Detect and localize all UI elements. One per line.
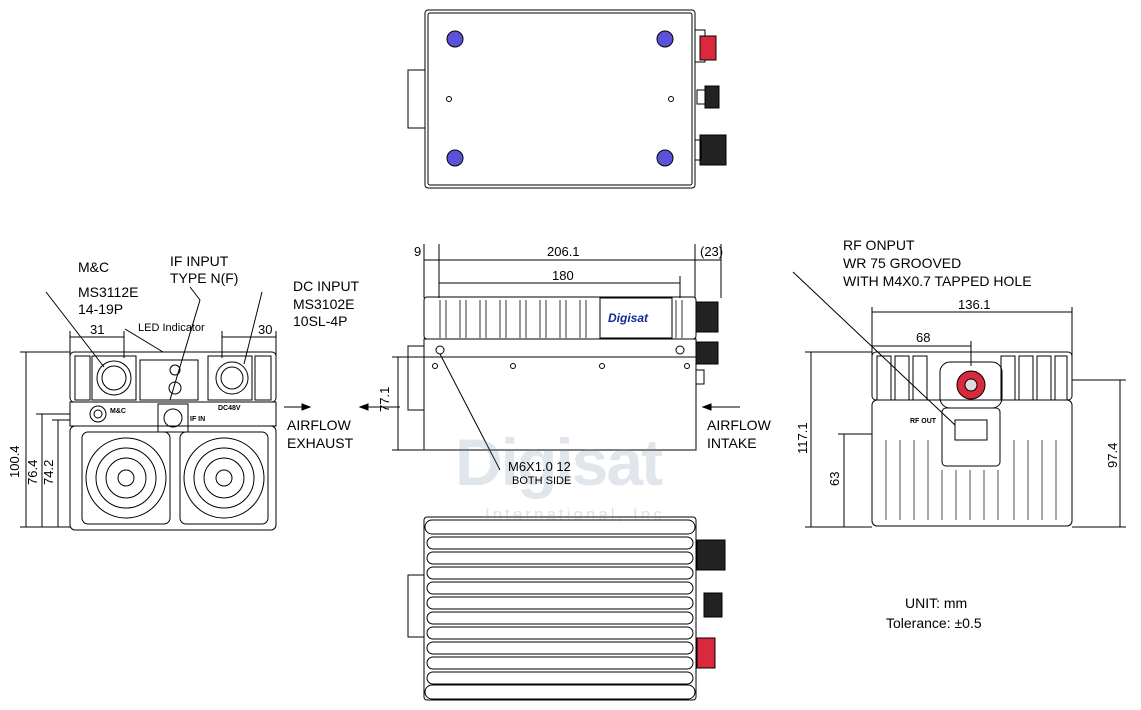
if-connector-icon bbox=[695, 341, 719, 365]
fan-icon bbox=[85, 437, 167, 519]
mc-connector-icon bbox=[695, 301, 719, 333]
dim-31: 31 bbox=[90, 322, 105, 337]
bottom-view bbox=[407, 516, 726, 701]
watermark-logo: Digisat bbox=[455, 425, 663, 499]
tolerance-label: Tolerance: ±0.5 bbox=[886, 615, 982, 631]
dim-117-1: 117.1 bbox=[795, 422, 810, 454]
dim-63: 63 bbox=[827, 471, 842, 486]
pin19-label: 14-19P bbox=[78, 301, 124, 317]
dc-connector-icon bbox=[696, 637, 716, 669]
brand-label: Digisat bbox=[608, 311, 649, 325]
rf-output-label-3: WITH M4X0.7 TAPPED HOLE bbox=[843, 273, 1032, 289]
panel-dc-label: DC48V bbox=[218, 405, 241, 412]
if-connector-icon bbox=[157, 403, 189, 433]
dim-9: 9 bbox=[414, 244, 422, 259]
airflow-intake-label-2: INTAKE bbox=[707, 435, 757, 451]
rf-output-label-2: WR 75 GROOVED bbox=[843, 255, 962, 271]
dc-input-label: DC INPUT bbox=[293, 278, 360, 294]
dim-74-2: 74.2 bbox=[41, 459, 56, 485]
if-input-label: IF INPUT bbox=[170, 253, 229, 269]
airflow-intake-label: AIRFLOW bbox=[707, 417, 771, 433]
side-view bbox=[358, 244, 740, 471]
unit-label: UNIT: mm bbox=[905, 595, 968, 611]
dim-68: 68 bbox=[916, 330, 931, 345]
dc-connector-icon bbox=[215, 361, 249, 395]
dim-77-1: 77.1 bbox=[377, 386, 392, 412]
panel-mc-label: M&C bbox=[110, 408, 126, 415]
dim-100-4: 100.4 bbox=[7, 445, 22, 478]
front-view-left bbox=[20, 286, 312, 531]
mount-hole-icon bbox=[446, 149, 464, 167]
dim-97-4: 97.4 bbox=[1105, 442, 1120, 468]
fan-icon bbox=[183, 437, 265, 519]
both-side-label: BOTH SIDE bbox=[512, 475, 572, 487]
pin4-label: 10SL-4P bbox=[293, 313, 348, 329]
panel-ifin-label: IF IN bbox=[190, 416, 206, 423]
airflow-exhaust-label-2: EXHAUST bbox=[287, 435, 354, 451]
screw-label: M6X1.0 12 bbox=[508, 459, 571, 474]
waveguide-flange-icon bbox=[941, 407, 1001, 467]
dim-30: 30 bbox=[258, 322, 273, 337]
mc-connector-icon bbox=[696, 539, 726, 571]
panel-rfout-label: RF OUT bbox=[910, 418, 937, 425]
led-label: LED Indicator bbox=[138, 322, 205, 334]
mount-hole-icon bbox=[446, 30, 464, 48]
dim-23: (23) bbox=[700, 244, 724, 259]
type-nf-label: TYPE N(F) bbox=[170, 270, 239, 286]
mount-hole-icon bbox=[656, 149, 674, 167]
ms3102e-label: MS3102E bbox=[293, 296, 355, 312]
airflow-exhaust-label: AIRFLOW bbox=[287, 417, 351, 433]
rear-view-right bbox=[792, 271, 1126, 528]
rf-output-label: RF ONPUT bbox=[843, 237, 915, 253]
mc-connector-icon bbox=[96, 360, 132, 396]
ms3112e-label: MS3112E bbox=[78, 284, 139, 300]
dc-connector-icon bbox=[699, 35, 717, 61]
if-connector-icon bbox=[703, 592, 723, 618]
mount-hole-icon bbox=[656, 30, 674, 48]
if-connector-icon bbox=[704, 85, 720, 109]
watermark-subtitle: International, Inc. bbox=[485, 505, 673, 524]
mc-connector-icon bbox=[699, 134, 727, 166]
dim-76-4: 76.4 bbox=[25, 459, 40, 485]
dim-136-1: 136.1 bbox=[958, 297, 991, 312]
led-indicator-icon bbox=[169, 364, 181, 376]
mc-label: M&C bbox=[78, 259, 110, 275]
dim-206-1: 206.1 bbox=[547, 244, 580, 259]
dim-180: 180 bbox=[552, 268, 574, 283]
top-view bbox=[407, 9, 727, 189]
